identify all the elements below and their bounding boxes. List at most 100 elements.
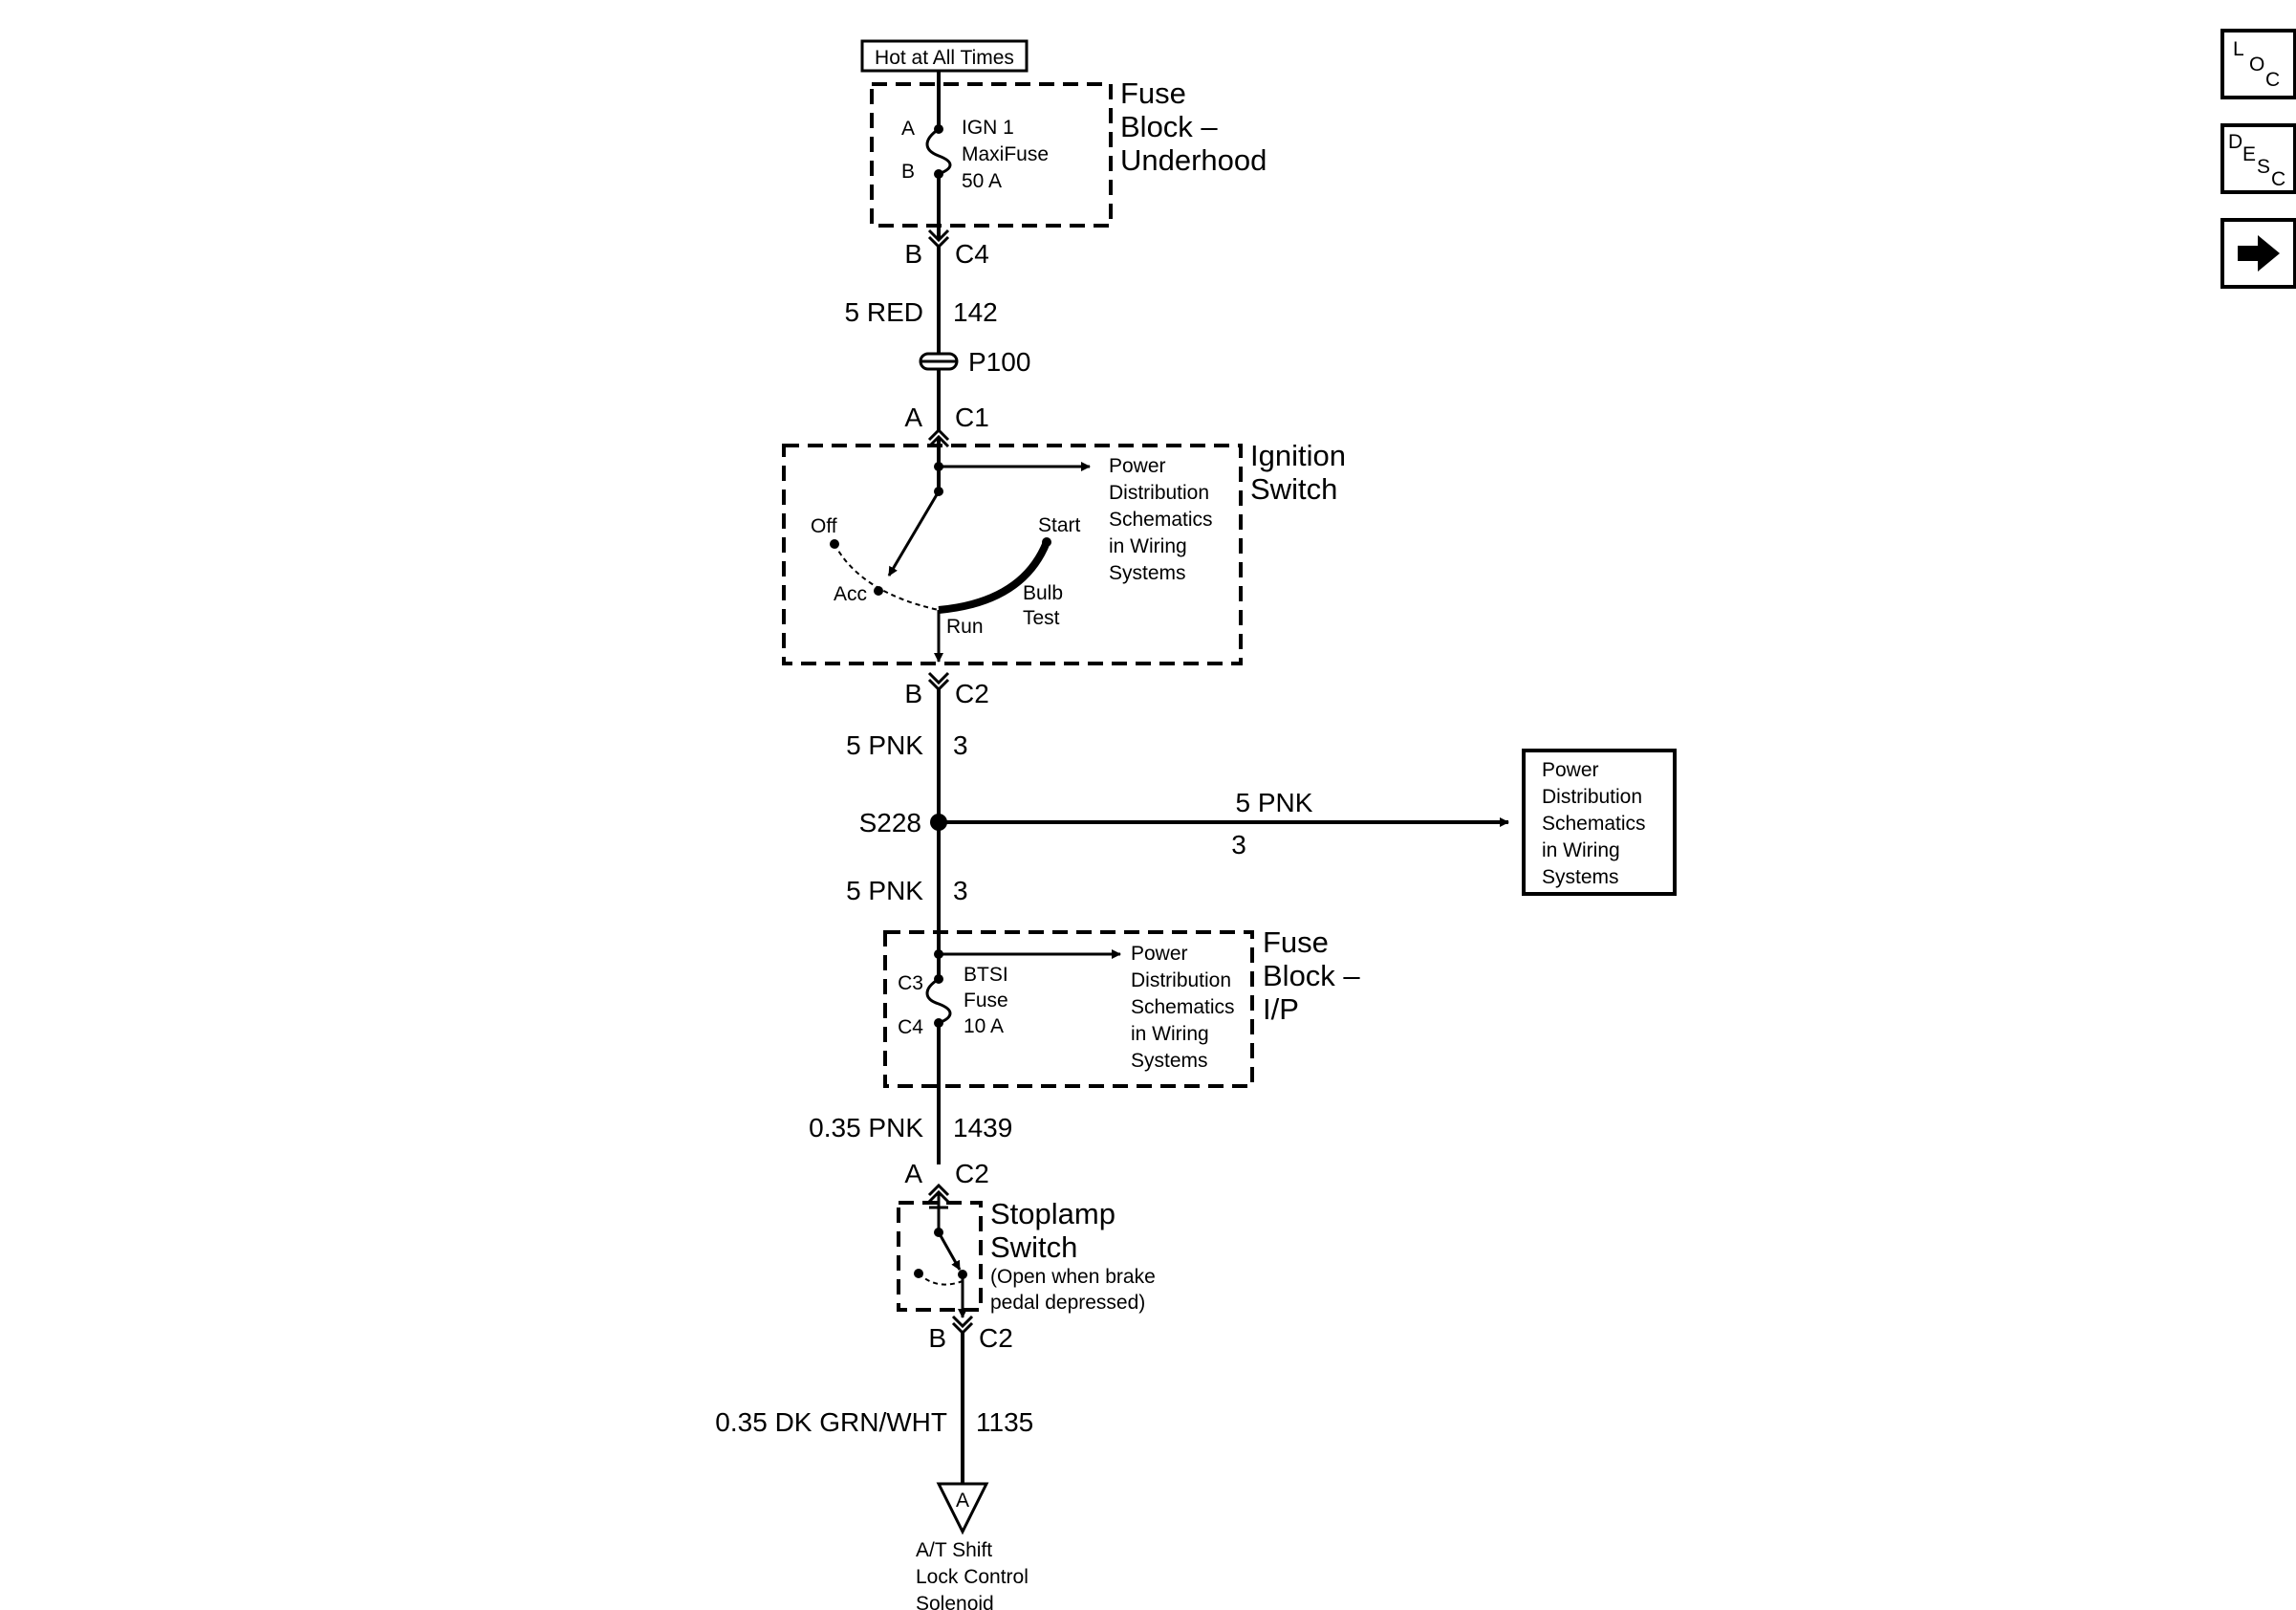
- off-page-connector-triangle: [936, 1482, 989, 1535]
- branch-wire-circuit: 3: [1231, 830, 1246, 859]
- connector-c1-name: C1: [955, 402, 989, 432]
- right-arrow-icon: [2238, 235, 2280, 272]
- ignition-ref-line-2: Distribution: [1109, 482, 1209, 504]
- wire-142-gauge-color: 5 RED: [845, 297, 923, 327]
- off-page-connector-letter: A: [956, 1490, 969, 1512]
- fuse-block-ip-title-2: Block –: [1263, 959, 1360, 992]
- connector-c2-ign-female: [927, 671, 950, 685]
- maxifuse-label-line-1: IGN 1: [962, 117, 1014, 139]
- hot-at-all-times-box: [860, 39, 1029, 73]
- fuse-block-ip-outline: [883, 930, 1254, 1088]
- splice-s228-label: S228: [859, 808, 921, 838]
- wire-1439-circuit: 1439: [953, 1113, 1012, 1142]
- fuse-pin-a-label: A: [901, 118, 915, 140]
- fuse-ip-ref-line-3: Schematics: [1131, 996, 1235, 1018]
- fuse-block-underhood-title-2: Block –: [1120, 110, 1218, 143]
- connector-c2-stop-bottom-female: [951, 1315, 974, 1329]
- ignition-ref-line-3: Schematics: [1109, 509, 1213, 531]
- loc-letter-c: C: [2265, 69, 2280, 91]
- fuse-ip-ref-line-5: Systems: [1131, 1050, 1208, 1072]
- branch-ref-line-3: Schematics: [1542, 813, 1646, 835]
- connector-c2-ign-pin: B: [904, 679, 922, 708]
- wire-3-lower-gauge-color: 5 PNK: [846, 876, 923, 905]
- loc-button[interactable]: L O C: [2220, 29, 2296, 99]
- wire-3-lower-circuit: 3: [953, 876, 968, 905]
- fuse-pin-b-label: B: [901, 161, 915, 183]
- stoplamp-switch-note-2: pedal depressed): [990, 1292, 1145, 1314]
- connector-c1-female: [927, 427, 950, 442]
- desc-button[interactable]: D E S C: [2220, 123, 2296, 194]
- wire-142-circuit: 142: [953, 297, 998, 327]
- ignition-ref-line-1: Power: [1109, 455, 1166, 477]
- fuse-ip-pin-out: C4: [898, 1016, 923, 1038]
- stoplamp-switch-outline: [897, 1201, 983, 1312]
- ignition-switch-title-1: Ignition: [1250, 439, 1346, 472]
- ignition-start-label: Start: [1038, 514, 1081, 536]
- hot-at-all-times-label: Hot at All Times: [875, 47, 1014, 69]
- connector-c1-pin: A: [904, 402, 922, 432]
- fuse-block-ip-title-3: I/P: [1263, 992, 1299, 1026]
- stoplamp-switch-title-2: Switch: [990, 1230, 1077, 1264]
- connector-c4-female: [927, 228, 950, 243]
- connector-c2-stop-bottom-pin: B: [928, 1323, 946, 1353]
- branch-ref-line-4: in Wiring: [1542, 839, 1620, 861]
- connector-c2-stop-bottom-name: C2: [979, 1323, 1013, 1353]
- fuse-block-ip-title-1: Fuse: [1263, 925, 1329, 959]
- wire-1135-circuit: 1135: [976, 1407, 1033, 1437]
- off-page-dest-line-3: Solenoid: [916, 1593, 994, 1610]
- maxifuse-label-line-2: MaxiFuse: [962, 143, 1049, 165]
- next-button[interactable]: [2220, 218, 2296, 289]
- pass-through-p100-label: P100: [968, 347, 1030, 377]
- ignition-travel-path: [834, 543, 940, 611]
- off-page-dest-line-1: A/T Shift: [916, 1539, 992, 1561]
- wire-1439-gauge-color: 0.35 PNK: [809, 1113, 923, 1142]
- connector-c2-ign-name: C2: [955, 679, 989, 708]
- fuse-ip-ref-line-4: in Wiring: [1131, 1023, 1209, 1045]
- btsi-fuse-label-2: Fuse: [964, 990, 1008, 1012]
- ignition-off-contact: [830, 539, 839, 549]
- stoplamp-switch-note-1: (Open when brake: [990, 1266, 1156, 1288]
- ignition-ref-line-4: in Wiring: [1109, 535, 1187, 557]
- connector-c2-stop-top-female: [927, 1183, 950, 1197]
- connector-c4-pin: B: [904, 239, 922, 269]
- desc-letter-c: C: [2271, 168, 2285, 190]
- ignition-bulb-test-label-1: Bulb: [1023, 582, 1063, 604]
- btsi-fuse-label-1: BTSI: [964, 964, 1008, 986]
- off-page-dest-line-2: Lock Control: [916, 1566, 1029, 1588]
- maxifuse-symbol: [925, 127, 952, 176]
- desc-letter-d: D: [2228, 131, 2242, 153]
- fuse-ip-ref-line-2: Distribution: [1131, 969, 1231, 991]
- branch-ref-box: [1522, 749, 1677, 896]
- btsi-fuse-symbol: [925, 977, 952, 1025]
- fuse-block-underhood-title-1: Fuse: [1120, 76, 1186, 110]
- stoplamp-switch-title-1: Stoplamp: [990, 1197, 1116, 1230]
- fuse-block-underhood-outline: [870, 82, 1113, 228]
- stoplamp-contact-arrow: [937, 1231, 962, 1271]
- branch-wire-gauge-color: 5 PNK: [1236, 788, 1313, 817]
- ignition-switch-outline: [782, 444, 1243, 665]
- ignition-wiper-arrow: [887, 490, 941, 577]
- ignition-off-label: Off: [811, 515, 837, 537]
- fuse-ip-ref-line-1: Power: [1131, 943, 1188, 965]
- fuse-block-underhood-title-3: Underhood: [1120, 143, 1267, 177]
- connector-c4-name: C4: [955, 239, 989, 269]
- branch-ref-line-5: Systems: [1542, 866, 1619, 888]
- ignition-run-start-contact: [938, 540, 1051, 614]
- ignition-switch-title-2: Switch: [1250, 472, 1337, 506]
- desc-letter-e: E: [2242, 143, 2256, 165]
- ignition-acc-label: Acc: [834, 583, 867, 605]
- maxifuse-label-line-3: 50 A: [962, 170, 1002, 192]
- fuse-ip-pin-in: C3: [898, 972, 923, 994]
- loc-letter-l: L: [2233, 38, 2244, 60]
- btsi-fuse-label-3: 10 A: [964, 1015, 1004, 1037]
- connector-c2-stop-top-pin: A: [904, 1159, 922, 1188]
- wire-1135-gauge-color: 0.35 DK GRN/WHT: [715, 1407, 947, 1437]
- ignition-bulb-test-label-2: Test: [1023, 607, 1060, 629]
- branch-ref-line-1: Power: [1542, 759, 1599, 781]
- connector-c2-stop-top-name: C2: [955, 1159, 989, 1188]
- ignition-acc-contact: [874, 586, 883, 596]
- branch-ref-line-2: Distribution: [1542, 786, 1642, 808]
- ignition-start-contact: [1042, 537, 1051, 547]
- loc-letter-o: O: [2249, 54, 2264, 76]
